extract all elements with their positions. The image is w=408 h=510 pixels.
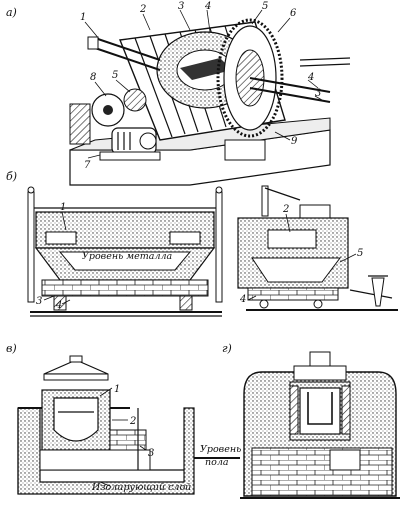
panel-v-letter: в) <box>6 342 17 355</box>
panel-a-rotary-furnace: а) <box>6 1 351 186</box>
furnace-b-left <box>27 186 223 317</box>
callout-a-1: 7 <box>84 160 91 171</box>
callout-a-3-right: 3 <box>315 88 321 99</box>
main-shaft <box>87 36 351 103</box>
drive-motor <box>99 127 161 161</box>
callout-a-5-right: 6 <box>290 8 297 19</box>
callout-a-4-left: 1 <box>80 12 86 23</box>
callout-a-4-right: 4 <box>307 72 314 83</box>
callout-a-9: 9 <box>291 136 298 147</box>
panel-g-letter: г) <box>222 342 232 355</box>
gear-ring <box>216 18 284 138</box>
callout-v-2: 2 <box>129 416 136 427</box>
pit-walls <box>17 407 195 495</box>
callout-a-2: 8 <box>90 72 96 83</box>
furnace-b-right <box>237 185 398 311</box>
roller-support <box>224 139 266 161</box>
callout-b-1-left: 1 <box>60 202 66 213</box>
floor-level-label-2: пола <box>205 457 229 468</box>
panel-b-reverberatory-furnaces: б) Уровень металла 1 3 4 <box>6 170 398 317</box>
callout-b-3: 3 <box>36 296 42 307</box>
callout-v-1: 1 <box>114 384 120 395</box>
floor-level-label-1: Уровень <box>200 444 241 455</box>
callout-v-3: 3 <box>148 448 154 459</box>
panel-b-letter: б) <box>6 170 17 183</box>
induction-furnace <box>240 351 400 499</box>
callout-a-7: 4 <box>204 1 211 12</box>
callout-a-8: 5 <box>262 1 268 12</box>
panel-g-induction-crucible-furnace: г) <box>222 342 400 499</box>
callout-a-3-left: 5 <box>112 70 118 81</box>
panel-a-letter: а) <box>6 6 17 19</box>
callout-b-5: 5 <box>357 248 363 259</box>
metal-level-label: Уровень металла <box>82 251 173 262</box>
callout-a-5-left: 2 <box>139 4 146 15</box>
callout-a-6: 3 <box>178 1 184 12</box>
panel-v-crucible-pit-furnace: в) Уровень пола 1 2 <box>6 342 241 495</box>
pinion-gear <box>123 88 147 112</box>
callout-b-4-right: 4 <box>239 294 246 305</box>
callout-b-2: 2 <box>282 204 289 215</box>
insulating-layer-label: Изолирующий слой <box>91 482 191 493</box>
support-stand <box>69 103 91 145</box>
callout-b-4-left: 4 <box>55 300 62 311</box>
crucible-furnace <box>18 355 151 471</box>
